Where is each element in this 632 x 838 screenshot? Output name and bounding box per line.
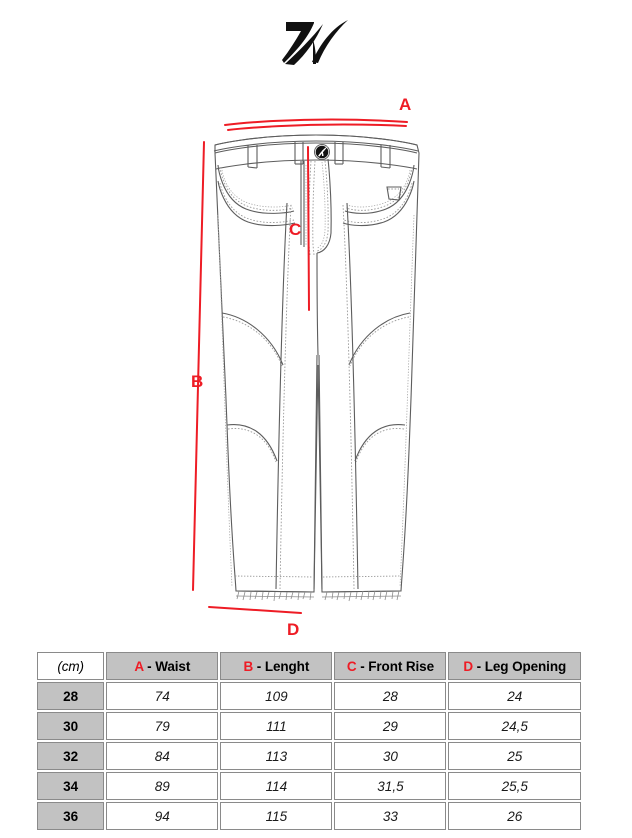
- cell-waist: 84: [106, 742, 219, 770]
- table-row: 32 84 113 30 25: [37, 742, 581, 770]
- cell-lenght: 111: [220, 712, 333, 740]
- brand-swoosh-logo: [282, 20, 348, 65]
- cell-lenght: 115: [220, 802, 333, 830]
- column-letter-b: B: [243, 658, 254, 674]
- table-header-row: (cm) A - Waist B - Lenght C - Front Rise…: [37, 652, 581, 680]
- row-size-label: 32: [37, 742, 105, 770]
- table-row: 30 79 111 29 24,5: [37, 712, 581, 740]
- cell-lenght: 113: [220, 742, 333, 770]
- table-row: 28 74 109 28 24: [37, 682, 581, 710]
- column-name-b: - Lenght: [253, 658, 310, 674]
- column-name-d: - Leg Opening: [473, 658, 567, 674]
- cell-lenght: 109: [220, 682, 333, 710]
- cell-front-rise: 31,5: [334, 772, 447, 800]
- cell-waist: 79: [106, 712, 219, 740]
- column-header-front-rise: C - Front Rise: [334, 652, 447, 680]
- cell-front-rise: 30: [334, 742, 447, 770]
- measure-line-c: [307, 146, 310, 311]
- column-header-lenght: B - Lenght: [220, 652, 333, 680]
- cell-lenght: 114: [220, 772, 333, 800]
- measure-line-d: [208, 606, 302, 614]
- measure-line-b: [192, 141, 205, 591]
- row-size-label: 34: [37, 772, 105, 800]
- cell-leg-opening: 25: [448, 742, 581, 770]
- column-header-waist: A - Waist: [106, 652, 219, 680]
- cell-front-rise: 28: [334, 682, 447, 710]
- jeans-illustration: .ln { fill:none; stroke:#5d5d5d; stroke-…: [191, 95, 420, 639]
- cell-waist: 94: [106, 802, 219, 830]
- unit-header-cell: (cm): [37, 652, 105, 680]
- cell-front-rise: 29: [334, 712, 447, 740]
- measure-label-a: A: [399, 95, 411, 114]
- column-letter-a: A: [134, 658, 144, 674]
- cell-leg-opening: 26: [448, 802, 581, 830]
- size-chart-table-container: (cm) A - Waist B - Lenght C - Front Rise…: [35, 650, 583, 832]
- cell-waist: 89: [106, 772, 219, 800]
- row-size-label: 36: [37, 802, 105, 830]
- brand-logo-area: [0, 12, 632, 72]
- table-row: 36 94 115 33 26: [37, 802, 581, 830]
- column-letter-c: C: [346, 658, 357, 674]
- cell-leg-opening: 25,5: [448, 772, 581, 800]
- row-size-label: 28: [37, 682, 105, 710]
- column-name-c: - Front Rise: [356, 658, 434, 674]
- measure-label-b: B: [191, 372, 203, 391]
- jeans-technical-drawing: .ln { fill:none; stroke:#5d5d5d; stroke-…: [0, 95, 632, 645]
- cell-leg-opening: 24: [448, 682, 581, 710]
- row-size-label: 30: [37, 712, 105, 740]
- measure-line-a: [224, 118, 408, 126]
- measure-label-d: D: [287, 620, 299, 639]
- measure-label-c: C: [289, 220, 301, 239]
- cell-waist: 74: [106, 682, 219, 710]
- column-header-leg-opening: D - Leg Opening: [448, 652, 581, 680]
- column-letter-d: D: [463, 658, 474, 674]
- column-name-a: - Waist: [143, 658, 191, 674]
- table-body: 28 74 109 28 24 30 79 111 29 24,5 32 84 …: [37, 682, 581, 830]
- table-row: 34 89 114 31,5 25,5: [37, 772, 581, 800]
- cell-leg-opening: 24,5: [448, 712, 581, 740]
- size-chart-table: (cm) A - Waist B - Lenght C - Front Rise…: [35, 650, 583, 832]
- cell-front-rise: 33: [334, 802, 447, 830]
